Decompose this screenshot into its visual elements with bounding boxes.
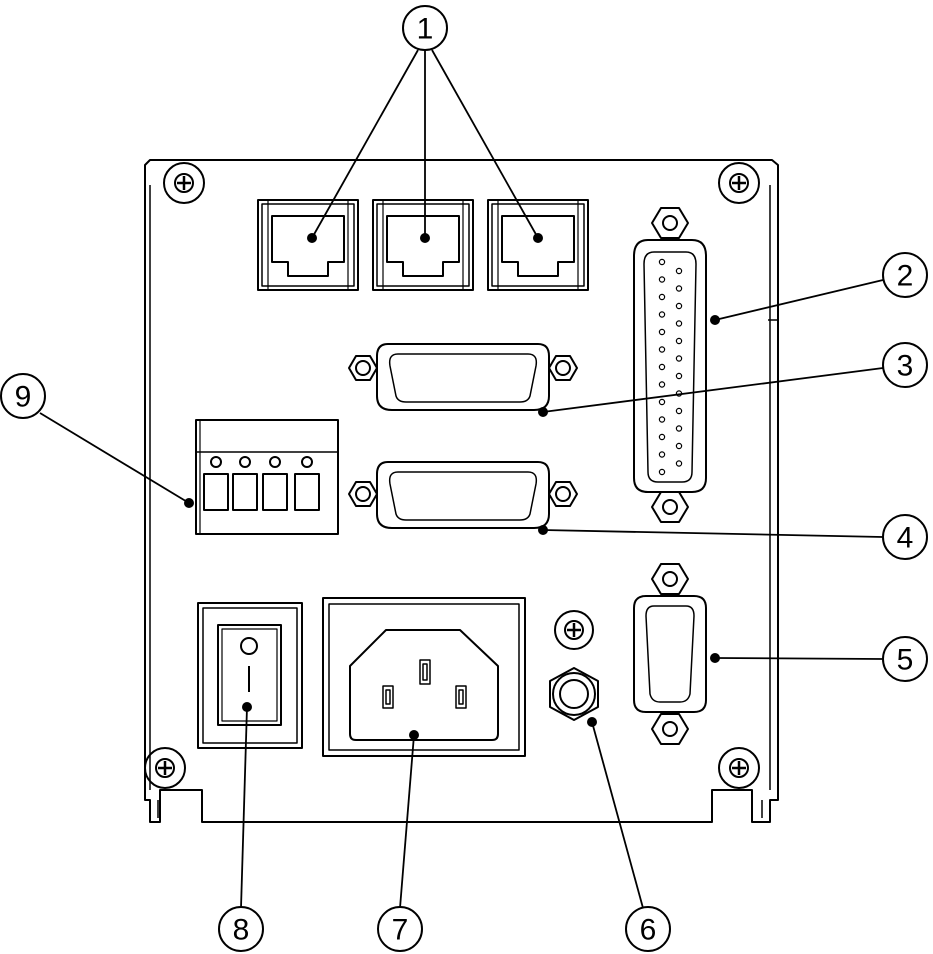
callout-9-label: 9 bbox=[15, 381, 32, 414]
db25-pin-hole bbox=[675, 407, 683, 415]
leader-3 bbox=[542, 367, 884, 413]
db25-pin-hole bbox=[658, 468, 666, 476]
leader-dots bbox=[184, 233, 720, 740]
db25-pin-hole bbox=[658, 346, 666, 353]
leader-8 bbox=[240, 706, 248, 909]
screw-top-right bbox=[718, 162, 760, 204]
rj-port-1 bbox=[257, 199, 359, 291]
db25-pin-hole bbox=[658, 293, 666, 301]
db25-pin-hole bbox=[675, 285, 683, 292]
callout-1: 1 bbox=[402, 5, 448, 51]
db25-pin-hole bbox=[675, 442, 683, 450]
db15-connector-bottom bbox=[348, 461, 578, 529]
power-switch bbox=[197, 602, 303, 749]
callout-5-label: 5 bbox=[897, 644, 914, 677]
db25-pin-hole bbox=[658, 433, 666, 441]
callout-3: 3 bbox=[882, 342, 928, 388]
db25-pin-hole bbox=[675, 337, 683, 345]
chassis bbox=[144, 159, 779, 823]
chassis-outline bbox=[144, 159, 779, 823]
callout-7-label: 7 bbox=[392, 914, 409, 947]
screw-bottom-right bbox=[718, 747, 760, 789]
db25-connector bbox=[633, 207, 707, 523]
db25-pin-hole bbox=[658, 276, 666, 283]
db25-pin-hole bbox=[675, 460, 683, 467]
callout-2-label: 2 bbox=[897, 260, 914, 293]
db25-pin-hole bbox=[658, 398, 666, 406]
leader-4 bbox=[542, 529, 884, 538]
db25-pin-hole bbox=[658, 328, 666, 336]
db25-pin-hole bbox=[675, 425, 683, 432]
callout-7: 7 bbox=[377, 906, 423, 952]
db25-pin-hole bbox=[675, 355, 683, 362]
chassis-inner-edge bbox=[149, 185, 771, 818]
callout-6-label: 6 bbox=[640, 914, 657, 947]
leader-lines bbox=[39, 49, 884, 909]
db25-pin-hole bbox=[675, 267, 683, 275]
callout-6: 6 bbox=[625, 906, 671, 952]
callout-2: 2 bbox=[882, 252, 928, 298]
leader-9 bbox=[39, 412, 190, 504]
leader-1c bbox=[431, 49, 539, 239]
db25-pin-hole bbox=[675, 372, 683, 380]
callout-8-label: 8 bbox=[233, 914, 250, 947]
db25-pin-hole bbox=[658, 363, 666, 371]
db9-connector bbox=[633, 563, 707, 745]
leader-6 bbox=[591, 721, 644, 909]
db25-pin-hole bbox=[658, 381, 666, 388]
db25-pin-hole bbox=[658, 416, 666, 423]
leader-2 bbox=[714, 279, 884, 321]
terminal-block bbox=[195, 419, 339, 535]
screw-bottom-left bbox=[144, 747, 186, 789]
db25-pin-hole bbox=[675, 302, 683, 310]
rj-port-2 bbox=[372, 199, 474, 291]
ground-stud bbox=[549, 610, 599, 721]
callout-3-label: 3 bbox=[897, 350, 914, 383]
leader-1a bbox=[311, 49, 419, 239]
db25-pin-hole bbox=[658, 258, 666, 266]
callout-9: 9 bbox=[0, 373, 46, 419]
leader-7 bbox=[399, 734, 415, 909]
power-inlet bbox=[322, 597, 526, 757]
callout-5: 5 bbox=[882, 636, 928, 682]
callout-8: 8 bbox=[218, 906, 264, 952]
db25-pin-hole bbox=[675, 320, 683, 327]
callout-1-label: 1 bbox=[417, 13, 434, 46]
callout-4-label: 4 bbox=[897, 522, 914, 555]
leader-5 bbox=[714, 657, 884, 660]
db25-pin-hole bbox=[658, 311, 666, 318]
db15-connector-top bbox=[348, 343, 578, 411]
rj-port-3 bbox=[487, 199, 589, 291]
db25-pin-hole bbox=[658, 451, 666, 458]
callout-4: 4 bbox=[882, 514, 928, 560]
screw-top-left bbox=[163, 162, 205, 204]
